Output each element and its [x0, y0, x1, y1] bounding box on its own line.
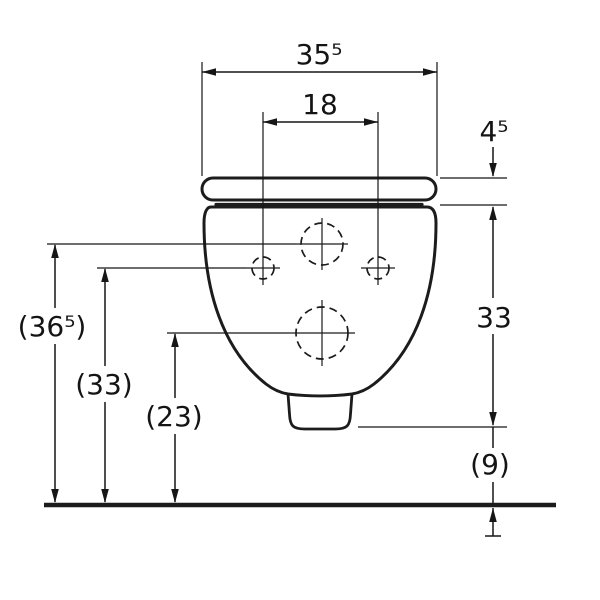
arrow-up-icon: [489, 508, 497, 522]
dim-label-seat-thickness: 4⁵: [479, 115, 508, 148]
dim-label-height-outlet-connection: (23): [145, 400, 202, 433]
arrow-left-icon: [202, 68, 216, 76]
arrow-up-icon: [171, 333, 179, 347]
dim-label-height-fixing-holes: (33): [75, 368, 132, 401]
arrow-up-icon: [489, 206, 497, 220]
arrow-right-icon: [423, 68, 437, 76]
arrow-down-icon: [489, 163, 497, 177]
dim-height-fixing-holes: (33): [72, 268, 138, 503]
hole-lower-center: [289, 300, 355, 366]
arrow-left-icon: [263, 118, 277, 126]
dim-label-hole-spacing: 18: [302, 88, 338, 121]
arrow-up-icon: [51, 244, 59, 258]
arrow-down-icon: [51, 489, 59, 503]
dim-height-top-connection: (36⁵): [10, 244, 98, 503]
label-mask: [142, 398, 208, 434]
dim-label-pan-height: 33: [476, 301, 512, 334]
dim-height-outlet-connection: (23): [142, 333, 208, 503]
dim-label-height-top-connection: (36⁵): [18, 310, 87, 343]
label-mask: [464, 448, 516, 482]
dim-hole-spacing: 18: [263, 88, 378, 126]
hole-top-crosshair: [296, 218, 348, 270]
arrow-down-icon: [101, 489, 109, 503]
dim-label-floor-clearance: (9): [470, 448, 510, 481]
dim-overall-width: 35⁵: [202, 38, 437, 76]
label-mask: [472, 298, 516, 334]
outlet-cover: [286, 392, 354, 431]
arrow-up-icon: [101, 268, 109, 282]
hole-top-center: [296, 218, 348, 270]
toilet-seat: [200, 176, 438, 202]
label-mask: [10, 308, 98, 344]
toilet-bowl: [202, 205, 438, 398]
toilet-fixture: [200, 176, 438, 431]
dim-floor-clearance: (9): [464, 427, 516, 537]
extension-lines: [47, 62, 507, 428]
dim-pan-height: 33: [472, 206, 516, 426]
label-mask: [72, 366, 138, 402]
hole-lower-crosshair: [289, 300, 355, 366]
arrow-down-icon: [171, 489, 179, 503]
dim-label-overall-width: 35⁵: [296, 38, 343, 71]
dim-seat-thickness: 4⁵: [479, 115, 509, 177]
arrow-right-icon: [364, 118, 378, 126]
arrow-down-icon: [489, 412, 497, 426]
